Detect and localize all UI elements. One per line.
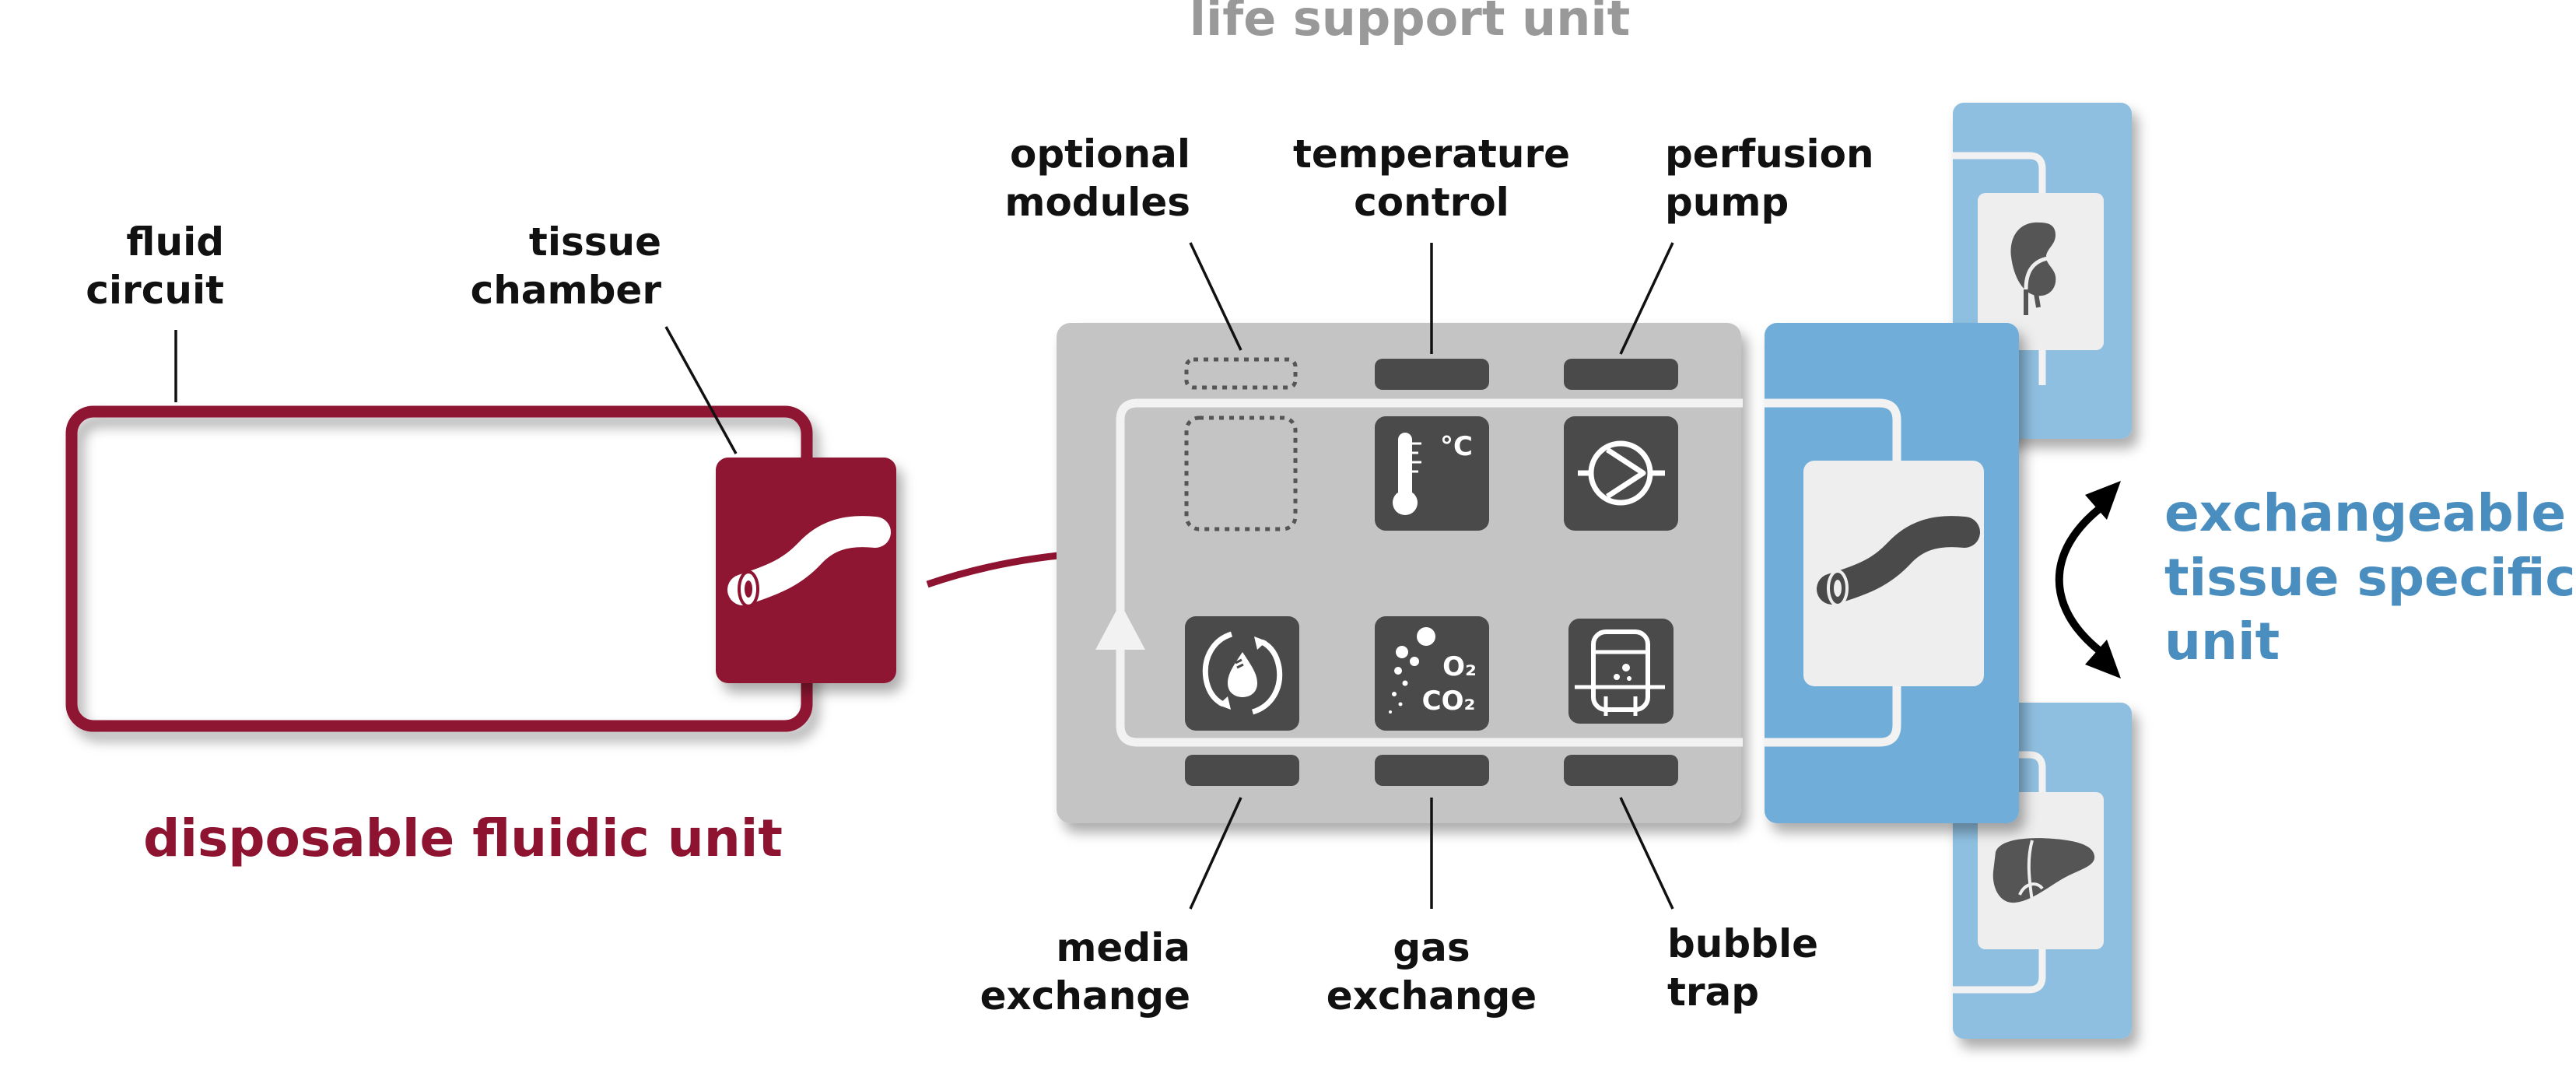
media-exchange-label-line-1: media <box>1056 925 1190 970</box>
thermometer-icon <box>1393 433 1421 515</box>
bubble-trap-label: bubble trap <box>1667 921 1818 1015</box>
tissue-chamber-label: tissue chamber <box>471 219 662 313</box>
temperature-control-label-line-1: temperature <box>1293 131 1570 177</box>
liver-icon <box>1992 838 2095 903</box>
pump-icon <box>1578 440 1665 506</box>
co2-text: CO₂ <box>1422 686 1476 717</box>
active-tissue-unit <box>1765 323 2019 823</box>
bubble-trap-module <box>1568 619 1674 724</box>
pump-connector <box>1564 359 1678 390</box>
kidney-icon <box>2010 222 2056 315</box>
tissue-chamber-label-line-1: tissue <box>529 219 661 265</box>
gas-connector <box>1375 755 1489 786</box>
perfusion-loop <box>1116 398 1743 747</box>
media-exchange-label-line-2: exchange <box>980 973 1190 1019</box>
exchange-arrow <box>2055 481 2121 679</box>
temperature-connector <box>1375 359 1489 390</box>
media-connector <box>1185 755 1299 786</box>
tissue-chamber <box>716 458 896 683</box>
bubble-trap-icon <box>1575 629 1665 716</box>
disposable-fluidic-unit-title: disposable fluidic unit <box>143 808 783 868</box>
vessel-icon-tissue <box>1817 516 1980 607</box>
fluid-circuit-loop <box>65 405 813 732</box>
flow-arrow-icon <box>1095 603 1145 650</box>
fluid-circuit-label: fluid circuit <box>86 219 224 313</box>
oxygen-text: O₂ <box>1442 651 1477 682</box>
gas-exchange-label: gas exchange <box>1327 925 1537 1019</box>
gas-exchange-module: O₂ CO₂ <box>1375 616 1489 731</box>
bubble-connector <box>1564 755 1678 786</box>
life-support-panel <box>1057 323 1741 823</box>
fluid-circuit-label-line-2: circuit <box>86 268 224 313</box>
exchangeable-unit-title: exchangeable tissue specific unit <box>2164 483 2576 672</box>
exchangeable-title-line-1: exchangeable <box>2164 483 2566 543</box>
perfusion-pump-label-line-2: pump <box>1665 180 1789 225</box>
exchangeable-title-line-3: unit <box>2164 612 2280 672</box>
life-support-unit-title: life support unit <box>1190 0 1630 47</box>
temperature-module: °C <box>1375 416 1489 531</box>
life-support-unit: °C <box>1057 323 1743 823</box>
optional-modules-label-line-1: optional <box>1010 131 1190 177</box>
optional-modules-label: optional modules <box>1004 131 1190 225</box>
celsius-text: °C <box>1440 431 1473 462</box>
vessel-icon <box>727 516 891 608</box>
optional-module <box>1184 416 1298 531</box>
gas-bubbles-icon <box>1389 627 1435 714</box>
temperature-control-label: temperature control <box>1293 131 1570 225</box>
gas-exchange-label-line-2: exchange <box>1327 973 1537 1019</box>
media-exchange-module <box>1185 616 1299 731</box>
media-exchange-icon <box>1202 631 1283 715</box>
label-leaders <box>174 242 1674 910</box>
perfusion-pump-label: perfusion pump <box>1665 131 1874 225</box>
kidney-unit-card <box>1953 103 2132 439</box>
bubble-trap-label-line-1: bubble <box>1667 921 1818 966</box>
bubble-trap-label-line-2: trap <box>1667 970 1759 1015</box>
fluid-circuit-label-line-1: fluid <box>126 219 224 265</box>
gas-exchange-label-line-1: gas <box>1393 925 1470 970</box>
perfusion-pump-label-line-1: perfusion <box>1665 131 1874 177</box>
optional-connector <box>1184 357 1298 390</box>
tissue-chamber-label-line-2: chamber <box>471 268 662 313</box>
exchangeable-title-line-2: tissue specific <box>2164 548 2576 608</box>
optional-modules-label-line-2: modules <box>1004 180 1190 225</box>
pump-module <box>1564 416 1678 531</box>
temperature-control-label-line-2: control <box>1354 180 1509 225</box>
disposable-fluidic-unit <box>65 405 896 732</box>
media-exchange-label: media exchange <box>980 925 1190 1019</box>
